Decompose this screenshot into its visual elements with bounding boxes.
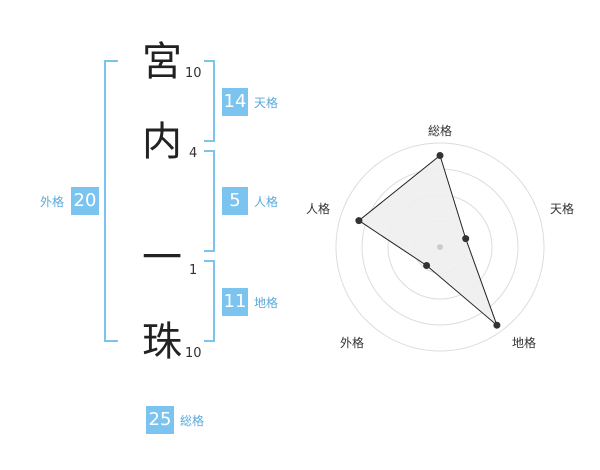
char-3-strokes: 1 [189,263,198,278]
radar-axis-label-3: 外格 [340,336,365,350]
radar-axis-label-2: 地格 [512,336,537,350]
radar-center-dot [437,244,443,250]
char-4: 珠 [142,319,182,365]
soukaku-label: 総格 [180,414,205,428]
jinkaku-value: 5 [222,187,248,215]
gaikaku-bracket [104,60,118,342]
char-2: 内 [142,119,182,165]
radar-point-4 [355,217,363,225]
chikaku-label: 地格 [254,296,279,310]
char-1-strokes: 10 [185,66,202,81]
jinkaku-label: 人格 [254,195,279,209]
tenkaku-bracket [204,60,215,142]
radar-axis-label-1: 天格 [550,202,575,216]
char-2-strokes: 4 [189,146,198,161]
char-4-strokes: 10 [185,346,202,361]
radar-area [358,154,499,327]
tenkaku-label: 天格 [254,96,279,110]
char-1: 宮 [142,39,182,85]
radar-point-0 [436,152,444,159]
radar-axis-label-0: 総格 [428,124,453,138]
radar-point-2 [493,321,501,329]
radar-ring-4 [335,142,545,352]
tenkaku-value: 14 [222,88,248,116]
gaikaku-value: 20 [71,187,99,215]
soukaku-value: 25 [146,406,174,434]
gaikaku-label: 外格 [40,195,65,209]
chikaku-bracket [204,260,215,342]
jinkaku-bracket [204,150,215,252]
chikaku-value: 11 [222,288,248,316]
radar-axis-label-4: 人格 [306,202,331,216]
radar-points [355,152,501,329]
char-3: 一 [142,235,182,281]
radar-point-1 [462,235,470,243]
radar-point-3 [423,262,431,269]
